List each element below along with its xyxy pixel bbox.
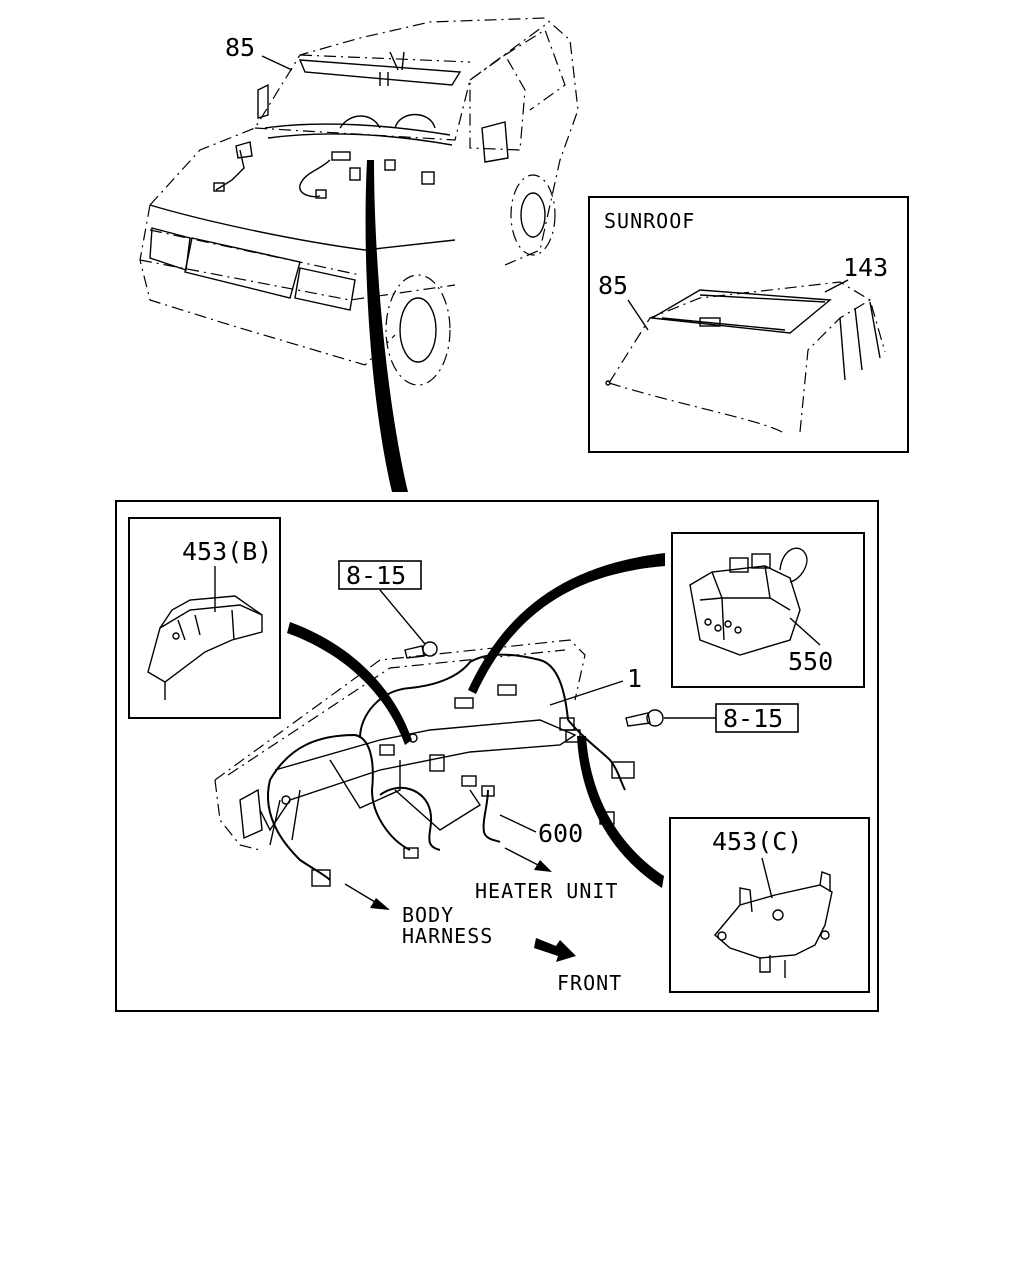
heater-unit-arrow (534, 860, 552, 872)
screw-upper (404, 641, 438, 659)
connector-550-callout: 550 (788, 647, 833, 676)
harness-1-callout: 1 (627, 664, 642, 693)
pointer-curve-550 (468, 553, 665, 694)
harness-600-leader (499, 814, 537, 833)
sunroof-143-leader (824, 279, 849, 293)
body-harness-note-line2: HARNESS (402, 924, 493, 948)
bracket-453c-callout: 453(C) (712, 827, 802, 856)
body-harness-note-line1: BODY (402, 903, 454, 927)
detail-pointer-curve (365, 160, 408, 492)
screw-right (625, 709, 664, 727)
harness-85-callout: 85 (225, 33, 255, 62)
ref-8-15-right: 8-15 (723, 704, 783, 733)
front-note: FRONT (557, 971, 622, 995)
vehicle-illustration (139, 17, 579, 386)
bracket-453b-callout: 453(B) (182, 537, 272, 566)
bracket-453c-inset: 453(C) (669, 817, 870, 993)
body-harness-arrow (370, 898, 390, 910)
bracket-453b-inset: 453(B) (128, 517, 281, 719)
sunroof-inset: SUNROOF 85 143 (588, 196, 909, 453)
ref-8-15-upper-box (338, 560, 422, 590)
heater-unit-note: HEATER UNIT (475, 879, 618, 903)
ref-8-15-upper: 8-15 (346, 561, 406, 590)
sunroof-143-callout: 143 (843, 253, 888, 282)
pointer-curve-453b (287, 622, 412, 745)
sunroof-title: SUNROOF (604, 209, 695, 233)
connector-550-inset: 550 (671, 532, 865, 688)
pointer-curve-453c (577, 736, 664, 888)
harness-600-callout: 600 (538, 819, 583, 848)
harness-1-leader (549, 680, 624, 706)
instrument-panel-illustration (214, 639, 635, 887)
sunroof-85-callout: 85 (598, 271, 628, 300)
sunroof-85-leader (627, 299, 649, 331)
front-arrow (534, 938, 576, 962)
detail-panel-frame (115, 500, 879, 1012)
harness-85-leader (261, 55, 293, 71)
